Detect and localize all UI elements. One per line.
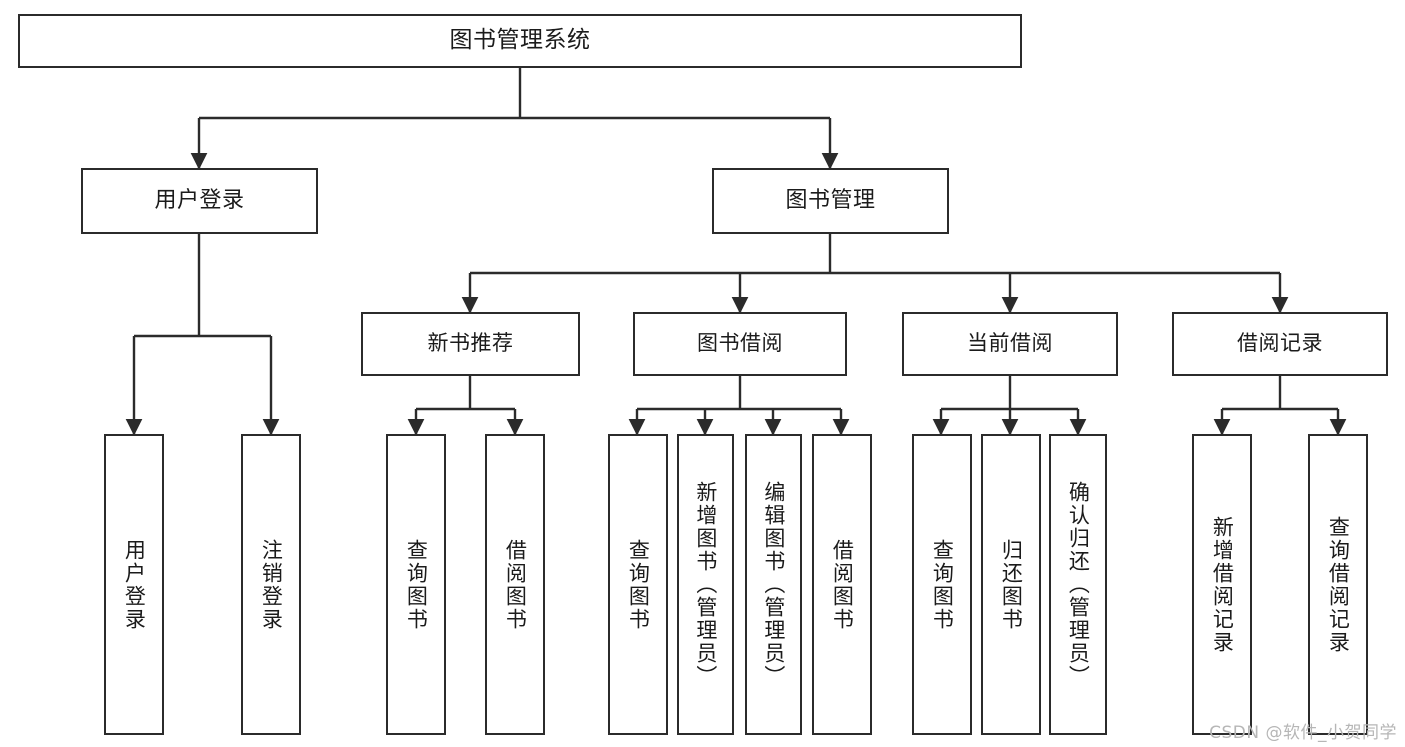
node-root-system[interactable]: 图书管理系统	[18, 14, 1022, 68]
node-label: 当前借阅	[967, 331, 1053, 356]
node-user-login[interactable]: 用户登录	[81, 168, 318, 234]
watermark-text: CSDN @软件_小贺同学	[1209, 723, 1397, 743]
node-label: 归还图书	[999, 539, 1024, 631]
node-book-management[interactable]: 图书管理	[712, 168, 949, 234]
node-label: 用户登录	[154, 187, 245, 213]
node-label: 确认归还（管理员）	[1066, 481, 1091, 688]
node-label: 新增图书（管理员）	[693, 481, 718, 688]
node-label: 查询图书	[930, 539, 955, 631]
leaf-edit-book-admin[interactable]: 编辑图书（管理员）	[745, 434, 802, 735]
leaf-borrow-book-recommend[interactable]: 借阅图书	[485, 434, 545, 735]
node-label: 新增借阅记录	[1210, 516, 1235, 654]
leaf-user-login[interactable]: 用户登录	[104, 434, 164, 735]
node-label: 用户登录	[122, 539, 147, 631]
node-label: 图书借阅	[697, 331, 783, 356]
node-book-borrow[interactable]: 图书借阅	[633, 312, 847, 376]
leaf-add-book-admin[interactable]: 新增图书（管理员）	[677, 434, 734, 735]
node-label: 注销登录	[259, 539, 284, 631]
node-new-book-recommend[interactable]: 新书推荐	[361, 312, 580, 376]
leaf-add-borrow-record[interactable]: 新增借阅记录	[1192, 434, 1252, 735]
node-label: 借阅图书	[503, 539, 528, 631]
leaf-query-borrow-record[interactable]: 查询借阅记录	[1308, 434, 1368, 735]
leaf-return-book[interactable]: 归还图书	[981, 434, 1041, 735]
node-label: 图书管理	[785, 187, 876, 213]
node-label: 查询借阅记录	[1326, 516, 1351, 654]
node-label: 借阅记录	[1237, 331, 1323, 356]
leaf-query-book-current[interactable]: 查询图书	[912, 434, 972, 735]
node-label: 新书推荐	[427, 331, 514, 356]
leaf-query-book-borrow[interactable]: 查询图书	[608, 434, 668, 735]
leaf-confirm-return-admin[interactable]: 确认归还（管理员）	[1049, 434, 1107, 735]
node-label: 查询图书	[626, 539, 651, 631]
leaf-borrow-book[interactable]: 借阅图书	[812, 434, 872, 735]
node-label: 图书管理系统	[449, 27, 591, 54]
node-label: 查询图书	[404, 539, 429, 631]
leaf-query-book-recommend[interactable]: 查询图书	[386, 434, 446, 735]
node-label: 借阅图书	[830, 539, 855, 631]
node-current-borrow[interactable]: 当前借阅	[902, 312, 1118, 376]
node-borrow-record[interactable]: 借阅记录	[1172, 312, 1388, 376]
node-label: 编辑图书（管理员）	[761, 481, 786, 688]
leaf-user-logout[interactable]: 注销登录	[241, 434, 301, 735]
